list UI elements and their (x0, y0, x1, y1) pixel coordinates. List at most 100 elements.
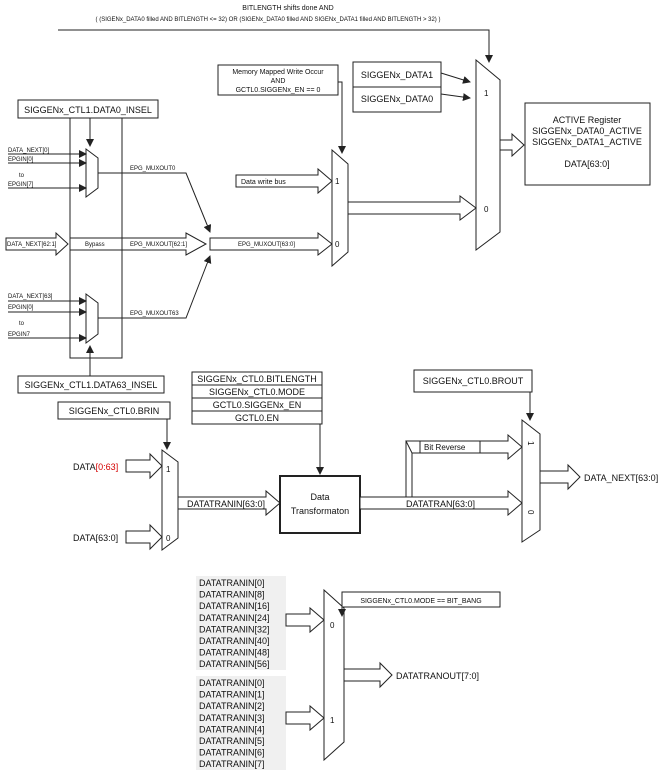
mm-write-note-box (217, 64, 339, 96)
group0-item: DATATRANIN[40] (199, 636, 270, 646)
write-mux-output-arrow (347, 195, 477, 221)
active-reg-line3: SIGGENx_DATA1_ACTIVE (532, 137, 642, 147)
group0-arrow (285, 606, 325, 634)
data-in-1-label: DATA[0:63] (73, 462, 118, 472)
datatranin-label: DATATRANIN[63:0] (187, 499, 265, 509)
bypass-input-arrow (5, 231, 69, 257)
bypass-input-label: DATA_NEXT[62:1] (7, 242, 57, 248)
datatran-arrow (359, 489, 523, 517)
group1-item: DATATRANIN[0] (199, 678, 265, 688)
mux0-in-b: EPGIN[0] (8, 157, 34, 163)
write-mux-label-0: 0 (335, 240, 340, 249)
ctl-mode: SIGGENx_CTL0.MODE (209, 387, 305, 397)
ctl-bitlength: SIGGENx_CTL0.BITLENGTH (197, 374, 317, 384)
epg-muxout-combined-arrow (209, 231, 333, 257)
group1-item: DATATRANIN[5] (199, 736, 265, 746)
brin-box (57, 401, 171, 420)
mm-note-line2: AND (271, 78, 286, 85)
brout-label: SIGGENx_CTL0.BROUT (423, 376, 524, 386)
data-in-0-label: DATA[63:0] (73, 533, 118, 543)
mux0-in-a: DATA_NEXT[0] (8, 148, 49, 154)
group0-item: DATATRANIN[0] (199, 578, 265, 588)
data1-arrow (440, 72, 471, 84)
data-mux-label-1: 1 (166, 465, 171, 474)
epg-muxout0-label: EPG_MUXOUT0 (130, 166, 176, 172)
data0-insel-label: SIGGENx_CTL1.DATA0_INSEL (24, 105, 152, 115)
top-note-select-line (58, 29, 493, 63)
to-active-register-arrow (499, 132, 525, 158)
data-write-bus-label: Data write bus (241, 179, 286, 186)
group0-item: DATATRANIN[8] (199, 590, 265, 600)
group1-item: DATATRANIN[3] (199, 713, 265, 723)
bitbang-mux-label-1: 1 (330, 716, 335, 725)
top-note-line1: BITLENGTH shifts done AND (242, 5, 333, 12)
data-input-mux (161, 449, 179, 551)
group0-item: DATATRANIN[16] (199, 601, 270, 611)
group1-item: DATATRANIN[1] (199, 690, 265, 700)
data63-insel-label: SIGGENx_CTL1.DATA63_INSEL (25, 380, 158, 390)
group1-item: DATATRANIN[4] (199, 724, 265, 734)
active-mux-label-1: 1 (484, 89, 489, 98)
datatranin-arrow (177, 489, 281, 517)
bitbang-note-label: SIGGENx_CTL0.MODE == BIT_BANG (360, 598, 481, 605)
mm-note-line1: Memory Mapped Write Occur (232, 69, 324, 76)
group0-labels: DATATRANIN[0] DATATRANIN[8]DATATRANIN[16]… (199, 578, 270, 669)
data-next-output-mux (521, 418, 541, 543)
top-note-line2: ( (SIGENx_DATA0 filled AND BITLENGTH <= … (96, 17, 441, 23)
active-reg-line1: ACTIVE Register (553, 115, 622, 125)
mux0-in-d: EPGIN[7] (8, 182, 34, 188)
epg-muxout63-line (98, 255, 212, 319)
epg-muxout-combined-label: EPG_MUXOUT[63:0] (238, 242, 295, 248)
mux63-in-c: to (19, 321, 25, 327)
group0-item: DATATRANIN[56] (199, 659, 270, 669)
group0-background (196, 576, 286, 670)
datatran-label: DATATRAN[63:0] (406, 499, 475, 509)
mm-note-line3: GCTL0.SIGGENx_EN == 0 (236, 87, 321, 94)
group1-background (196, 676, 286, 770)
epg-muxout-mid-label: EPG_MUXOUT[62:1] (130, 242, 187, 248)
group1-labels: DATATRANIN[0] DATATRANIN[1]DATATRANIN[2] D… (199, 678, 265, 769)
active-mux-label-0: 0 (484, 205, 489, 214)
active-register-box (524, 102, 651, 186)
epg-muxout0-line (98, 172, 212, 233)
data-next-out-arrow (539, 463, 581, 491)
write-select-mux (331, 148, 349, 268)
ctl-gctl-en: GCTL0.EN (235, 413, 279, 423)
mux63-in-a: DATA_NEXT[63] (8, 294, 53, 300)
reg-data0: SIGGENx_DATA0 (361, 94, 433, 104)
out-mux-label-1: 1 (526, 441, 535, 446)
active-reg-line4: DATA[63:0] (564, 159, 609, 169)
data-in-0-arrow (125, 523, 163, 551)
datatranout-arrow (343, 661, 393, 689)
data-in-1-suffix: [0:63] (96, 462, 119, 472)
out-mux-label-0: 0 (526, 510, 535, 515)
data-write-bus-arrow (235, 167, 333, 195)
data-in-1-arrow (125, 452, 163, 480)
data0-arrow (440, 93, 471, 102)
bit-bang-mux (323, 588, 345, 762)
data-in-1-prefix: DATA (73, 462, 96, 472)
epg-muxout63-label: EPG_MUXOUT63 (130, 311, 179, 317)
bypass-label: Bypass (85, 242, 105, 248)
bitbang-mux-label-0: 0 (330, 621, 335, 630)
transform-line1: Data (310, 492, 329, 502)
data-transformation-box (279, 475, 361, 534)
data63-input-mux (85, 293, 99, 344)
mux63-in-d: EPGIN7 (8, 332, 31, 338)
brin-label: SIGGENx_CTL0.BRIN (69, 406, 160, 416)
group0-item: DATATRANIN[24] (199, 613, 270, 623)
data-mux-label-0: 0 (166, 534, 171, 543)
group1-item: DATATRANIN[6] (199, 748, 265, 758)
reg-data1: SIGGENx_DATA1 (361, 70, 433, 80)
group1-item: DATATRANIN[7] (199, 759, 265, 769)
datatranout-label: DATATRANOUT[7:0] (396, 671, 479, 681)
transform-line2: Transformaton (291, 506, 349, 516)
group1-arrow (285, 704, 325, 732)
active-reg-line2: SIGGENx_DATA0_ACTIVE (532, 126, 642, 136)
group1-item: DATATRANIN[2] (199, 701, 265, 711)
ctl-siggen-en: GCTL0.SIGGENx_EN (213, 400, 302, 410)
bit-reverse-label: Bit Reverse (424, 443, 466, 452)
group0-item: DATATRANIN[32] (199, 624, 270, 634)
group0-item: DATATRANIN[48] (199, 648, 270, 658)
